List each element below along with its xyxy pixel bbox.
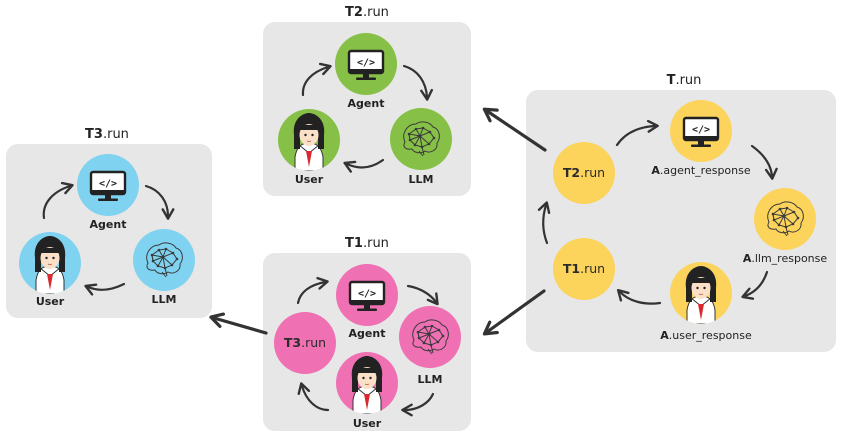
user-response-label: A.user_response [660,329,752,342]
arrow-t2run-to-agent [615,119,659,147]
arrow-t-to-t2-panel [482,107,547,152]
arrow-agent-to-llm [144,184,175,220]
user-label: User [353,417,382,430]
student-avatar-icon [685,265,717,324]
panel-t2: T2.run Agent LLM User [263,5,471,196]
arrow-agent-to-llm [402,64,434,101]
t2-run-node [553,142,615,204]
t2-run-node-label: T2.run [563,165,605,180]
panel-t3-title: T3.run [85,127,129,142]
arrow-t3run-to-agent [296,276,329,305]
llm-label: LLM [418,373,443,386]
arrow-llm-to-user [343,158,385,173]
arrow-user-to-agent [42,181,74,220]
student-avatar-icon [351,355,383,414]
agent-label: Agent [349,327,386,340]
llm-label: LLM [152,293,177,306]
llm-response-label: A.llm_response [743,252,828,265]
panel-t1: T1.run Agent LLM T3.run User [263,236,471,431]
agent-label: Agent [348,97,385,110]
arrow-user-to-t1run [616,288,662,305]
arrow-t-to-t1-panel [482,289,546,336]
student-avatar-icon [34,235,66,294]
student-avatar-icon [293,112,325,171]
user-label: User [36,295,65,308]
arrow-agent-to-llm [750,144,778,180]
panel-t3: T3.run Agent LLM User [6,127,212,318]
panel-t2-title: T2.run [345,5,389,20]
arrow-t1-to-t3-panel [209,312,268,335]
t1-run-node-label: T1.run [563,261,605,276]
panel-t: T.run T2.run T1.run A.agent_response A.l… [526,73,836,352]
panel-t-title: T.run [667,73,702,88]
agent-response-label: A.agent_response [651,164,750,177]
t3-run-node [274,312,336,374]
arrow-llm-to-user [741,270,769,300]
llm-label: LLM [409,173,434,186]
t3-run-node-label: T3.run [284,335,326,350]
arrow-llm-to-user [401,392,435,417]
arrow-user-to-t3run [297,382,330,412]
arrow-agent-to-llm [406,284,439,306]
panel-t1-title: T1.run [345,236,389,251]
arrow-llm-to-user [84,282,126,296]
t1-run-node [553,238,615,300]
agent-label: Agent [90,218,127,231]
arrow-user-to-agent [301,62,332,97]
arrow-t1run-to-t2run [537,201,551,245]
user-label: User [295,173,324,186]
